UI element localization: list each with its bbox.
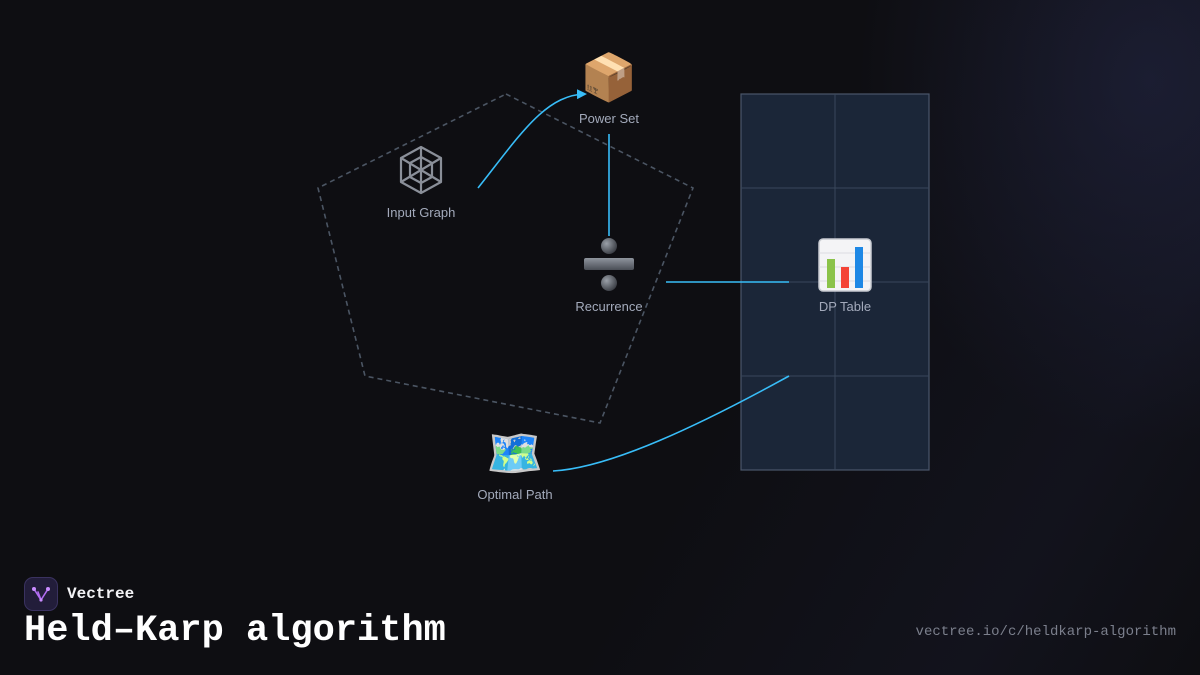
node-recurrence[interactable]: Recurrence xyxy=(539,237,679,314)
node-label: DP Table xyxy=(818,299,872,314)
edge-dp-table-to-optimal-path xyxy=(552,375,790,472)
node-dp-table[interactable]: DP Table xyxy=(775,237,915,314)
dashed-pentagon-outline xyxy=(317,93,695,424)
page-title: Held–Karp algorithm xyxy=(24,610,446,652)
node-power-set[interactable]: 📦 Power Set xyxy=(539,49,679,126)
node-label: Power Set xyxy=(579,111,639,126)
brand-name: Vectree xyxy=(67,585,135,603)
divide-icon xyxy=(581,237,637,297)
vectree-logo-icon xyxy=(24,577,58,611)
node-optimal-path[interactable]: 🗺️ Optimal Path xyxy=(445,425,585,502)
bar-chart-icon xyxy=(817,237,873,297)
node-input-graph[interactable]: Input Graph xyxy=(351,143,491,220)
node-label: Input Graph xyxy=(386,205,456,220)
world-map-icon: 🗺️ xyxy=(486,426,544,480)
edge-input-graph-to-power-set xyxy=(477,89,587,189)
node-label: Optimal Path xyxy=(477,487,553,502)
brand[interactable]: Vectree xyxy=(24,577,134,611)
node-label: Recurrence xyxy=(575,299,643,314)
source-url[interactable]: vectree.io/c/heldkarp-algorithm xyxy=(915,624,1176,640)
spider-web-icon xyxy=(394,143,448,203)
package-icon: 📦 xyxy=(580,50,638,104)
